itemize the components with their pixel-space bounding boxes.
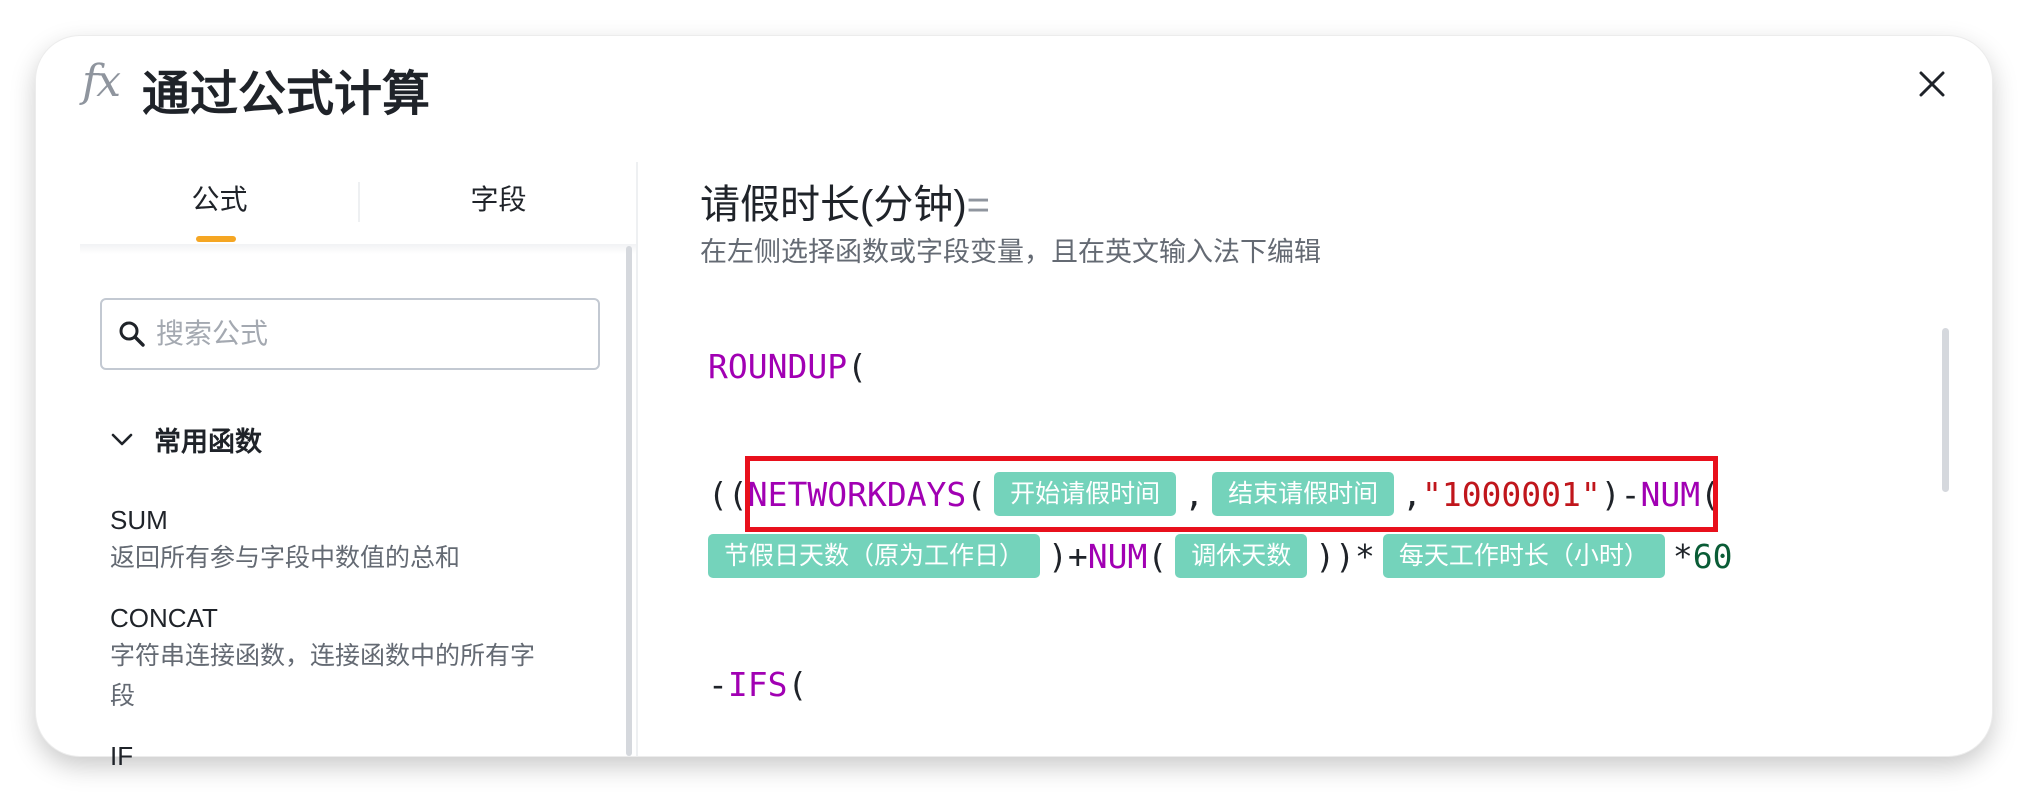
number-token: 60: [1692, 536, 1733, 576]
field-chip-daily-hours[interactable]: 每天工作时长（小时）: [1382, 534, 1665, 578]
highlight-annotation-box: [745, 456, 1718, 532]
string-token: "1000001": [1421, 474, 1601, 514]
code-line-3: 节假日天数（原为工作日） )+NUM( 调休天数 ))* 每天工作时长（小时） …: [700, 532, 1733, 580]
group-title: 常用函数: [154, 427, 262, 457]
operator-token: )-: [1600, 474, 1641, 514]
tab-field[interactable]: 字段: [359, 162, 638, 244]
operator-token: ))*: [1315, 536, 1375, 576]
function-name: SUM: [110, 505, 168, 535]
function-list: SUM 返回所有参与字段中数值的总和 CONCAT 字符串连接函数，连接函数中的…: [110, 502, 610, 792]
search-icon: [119, 321, 145, 347]
group-common-functions[interactable]: 常用函数: [110, 420, 262, 459]
function-panel: 公式 字段 常用函数 SUM 返回所有参与字段中数值的总和 CONCAT 字符串…: [80, 162, 638, 771]
code-line-4: -IFS(: [708, 660, 807, 708]
dialog-title: 通过公式计算: [142, 68, 431, 121]
formula-dialog: fx 通过公式计算: [36, 36, 1992, 756]
formula-hint: 在左侧选择函数或字段变量，且在英文输入法下编辑: [700, 237, 1321, 267]
editor-scrollbar[interactable]: [1942, 328, 1949, 492]
dialog-header: fx 通过公式计算: [36, 36, 1992, 132]
tab-formula-label: 公式: [191, 184, 248, 215]
equals-sign: =: [966, 183, 990, 227]
panel-divider: [636, 162, 638, 756]
search-input[interactable]: [156, 318, 576, 350]
function-name: IF: [110, 741, 134, 771]
list-item-if[interactable]: IF: [110, 738, 610, 774]
list-item-sum[interactable]: SUM 返回所有参与字段中数值的总和: [110, 502, 610, 578]
function-desc-cont: 段: [110, 682, 136, 710]
paren-token: ((: [708, 474, 748, 514]
function-name: CONCAT: [110, 603, 218, 633]
paren-token: (: [966, 474, 987, 514]
tab-field-label: 字段: [470, 184, 527, 215]
function-token: IFS: [727, 664, 788, 704]
operator-token: *: [1672, 536, 1693, 576]
field-chip-start-time[interactable]: 开始请假时间: [994, 472, 1177, 516]
code-line-1: ROUNDUP(: [708, 342, 867, 390]
function-desc: 返回所有参与字段中数值的总和: [110, 544, 461, 572]
formula-editor[interactable]: 请假时长(分钟)= 在左侧选择函数或字段变量，且在英文输入法下编辑 ROUNDU…: [638, 132, 1978, 756]
close-icon: [1919, 71, 1945, 97]
close-button[interactable]: [1910, 62, 1954, 106]
search-box[interactable]: [100, 298, 600, 370]
left-scrollbar[interactable]: [626, 246, 632, 756]
tab-divider: [358, 182, 360, 222]
paren-token: (: [847, 346, 867, 386]
panel-tabs: 公式 字段: [80, 162, 638, 244]
active-tab-indicator: [196, 236, 236, 242]
operator-token: )+: [1048, 536, 1088, 576]
tab-formula[interactable]: 公式: [80, 162, 359, 244]
function-token: NUM: [1087, 536, 1148, 576]
formula-field-name: 请假时长(分钟)=: [700, 172, 990, 230]
operator-token: -: [708, 664, 728, 704]
fx-icon: fx: [82, 56, 121, 107]
paren-token: (: [787, 664, 808, 704]
field-chip-comp-days[interactable]: 调休天数: [1175, 534, 1308, 578]
field-chip-end-time[interactable]: 结束请假时间: [1212, 472, 1395, 516]
field-chip-holidays[interactable]: 节假日天数（原为工作日）: [708, 534, 1041, 578]
chevron-down-icon: [111, 433, 133, 445]
paren-token: (: [1147, 536, 1168, 576]
tabs-shadow: [80, 244, 638, 254]
function-token: ROUNDUP: [708, 346, 848, 386]
field-name: 请假时长(分钟): [700, 183, 967, 227]
code-line-2: ((NETWORKDAYS( 开始请假时间 , 结束请假时间 ,"1000001…: [708, 470, 1720, 518]
function-token: NUM: [1640, 474, 1701, 514]
function-token: NETWORKDAYS: [747, 474, 967, 514]
function-desc: 字符串连接函数，连接函数中的所有字: [110, 642, 536, 670]
list-item-concat[interactable]: CONCAT 字符串连接函数，连接函数中的所有字 段: [110, 600, 610, 716]
comma-token: ,: [1184, 474, 1205, 514]
comma-token: ,: [1402, 474, 1422, 514]
